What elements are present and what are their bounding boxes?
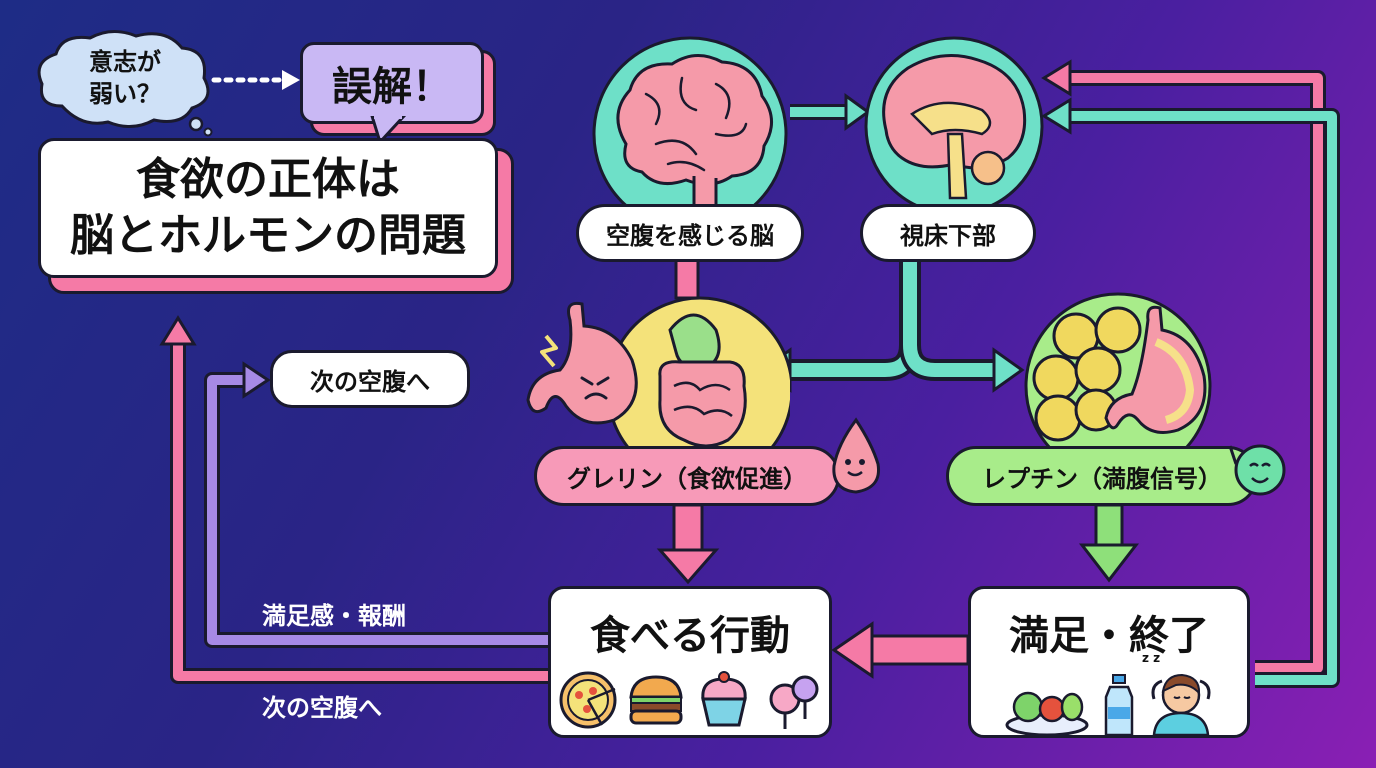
burger-icon: [629, 675, 683, 725]
reward-label: 満足感・報酬: [262, 602, 406, 630]
cupcake-icon: [701, 671, 747, 727]
thought-line-1: 意志が: [89, 48, 161, 76]
next-hunger-top-text: 次の空腹へ: [310, 367, 430, 396]
thought-bubble: [37, 30, 213, 137]
title-card: 食欲の正体は 脳とホルモンの問題: [38, 138, 498, 278]
leptin-illustration: [1024, 292, 1212, 480]
brain-icon: [592, 36, 788, 232]
satiety-items: z z: [1002, 651, 1216, 739]
title-line-1: 食欲の正体は: [136, 154, 400, 205]
thought-bubble-text: 意志が 弱い？: [60, 46, 190, 110]
ghrelin-mascot-icon: [832, 417, 881, 494]
next-hunger-bottom-label: 次の空腹へ: [262, 694, 382, 722]
myth-banner-text: 誤解！: [332, 64, 452, 110]
leptin-label-text: レプチン（満腹信号）: [982, 464, 1222, 493]
ghrelin-label-text: グレリン（食欲促進）: [567, 464, 807, 493]
hypothalamus-label-text: 視床下部: [900, 221, 996, 250]
leptin-mascot-icon: [1228, 444, 1286, 496]
lollipop-icon: [769, 675, 819, 729]
ghrelin-label: グレリン（食欲促進）: [534, 446, 840, 506]
eating-box: 食べる行動: [548, 586, 832, 738]
resting-person-icon: z z: [1142, 651, 1216, 739]
sleep-mark: z z: [1142, 651, 1161, 665]
leptin-label: レプチン（満腹信号）: [946, 446, 1258, 506]
intestine-icon: [658, 313, 747, 448]
eating-box-title: 食べる行動: [590, 613, 790, 659]
myth-banner: 誤解！: [300, 42, 484, 124]
water-bottle-icon: [1104, 674, 1134, 737]
title-line-2: 脳とホルモンの問題: [70, 210, 466, 261]
satiety-box: 満足・終了 z z: [968, 586, 1250, 738]
stomach-icon: [526, 301, 638, 425]
salad-icon: [1005, 691, 1089, 737]
satiety-box-title: 満足・終了: [1009, 613, 1209, 659]
next-hunger-top-label: 次の空腹へ: [270, 350, 470, 408]
hypothalamus-label: 視床下部: [860, 204, 1036, 262]
myth-banner-tail: [370, 116, 407, 145]
thought-line-2: 弱い？: [89, 80, 161, 108]
fat-cell-icon: [1032, 306, 1142, 442]
brain-label-text: 空腹を感じる脳: [606, 221, 774, 250]
eating-foods: [557, 669, 823, 731]
pizza-icon: [559, 671, 617, 729]
brain-label: 空腹を感じる脳: [576, 204, 804, 262]
hypothalamus-icon: [864, 36, 1044, 216]
ghrelin-illustration: [526, 296, 790, 484]
